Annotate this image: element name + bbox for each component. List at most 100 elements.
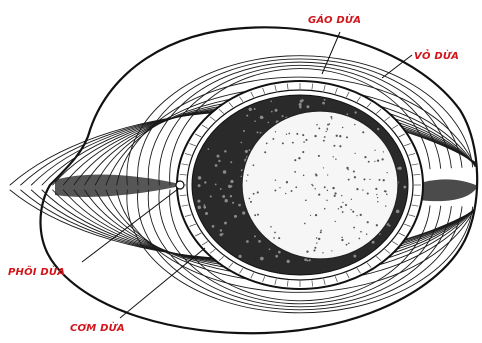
- cavity-speck: [327, 124, 329, 126]
- meat-speck: [203, 206, 206, 209]
- cavity-speck: [330, 116, 332, 118]
- cavity-speck: [334, 195, 336, 197]
- cavity-speck: [375, 188, 377, 190]
- meat-speck: [271, 111, 273, 113]
- cavity-speck: [338, 208, 339, 209]
- cavity-speck: [304, 223, 306, 225]
- cavity-speck: [341, 237, 343, 239]
- meat-speck: [223, 170, 226, 173]
- coconut-cavity: [242, 111, 398, 259]
- cavity-speck: [324, 136, 326, 138]
- cavity-speck: [326, 200, 327, 201]
- cavity-speck: [322, 252, 323, 253]
- cavity-speck: [376, 224, 378, 226]
- cavity-speck: [387, 172, 388, 173]
- cavity-speck: [377, 197, 378, 198]
- meat-speck: [240, 142, 242, 144]
- cavity-speck: [385, 205, 386, 206]
- cavity-speck: [327, 174, 328, 175]
- meat-speck: [281, 115, 283, 117]
- cavity-speck: [314, 188, 315, 189]
- cavity-speck: [294, 171, 296, 173]
- cavity-speck: [351, 199, 352, 200]
- cavity-speck: [320, 231, 322, 233]
- cavity-speck: [295, 186, 297, 188]
- cavity-speck: [270, 226, 272, 228]
- meat-speck: [198, 176, 202, 180]
- meat-speck: [215, 183, 217, 185]
- label-gao-dua: GÁO DỪA: [308, 12, 361, 26]
- cavity-speck: [314, 135, 316, 137]
- cavity-speck: [340, 206, 342, 208]
- cavity-speck: [288, 133, 290, 135]
- cavity-speck: [334, 192, 336, 194]
- cavity-speck: [383, 151, 384, 152]
- cavity-speck: [341, 195, 342, 196]
- meat-speck: [275, 255, 278, 258]
- meat-speck: [322, 102, 325, 105]
- cavity-speck: [312, 185, 313, 186]
- cavity-speck: [332, 187, 334, 189]
- meat-speck: [249, 108, 252, 111]
- cavity-speck: [360, 214, 362, 216]
- cavity-speck: [377, 201, 378, 202]
- meat-speck: [220, 229, 222, 231]
- cavity-speck: [367, 192, 369, 194]
- meat-speck: [372, 241, 375, 244]
- meat-speck: [245, 150, 248, 153]
- meat-speck: [309, 259, 311, 261]
- meat-speck: [224, 222, 227, 225]
- cavity-speck: [266, 143, 268, 145]
- cavity-speck: [310, 215, 311, 216]
- meat-speck: [300, 100, 303, 103]
- cavity-speck: [354, 153, 355, 154]
- cavity-speck: [316, 124, 317, 125]
- cavity-speck: [272, 138, 274, 140]
- meat-speck: [225, 199, 228, 202]
- meat-speck: [299, 103, 302, 106]
- cavity-speck: [318, 155, 320, 157]
- cavity-speck: [356, 188, 358, 190]
- meat-speck: [257, 131, 259, 133]
- cavity-speck: [335, 221, 336, 222]
- meat-speck: [403, 186, 406, 189]
- cavity-speck: [279, 187, 280, 188]
- label-vo-dua: VỎ DỪA: [414, 48, 459, 62]
- cavity-speck: [342, 211, 344, 213]
- cavity-speck: [347, 169, 349, 171]
- meat-speck: [220, 188, 222, 190]
- cavity-speck: [374, 150, 375, 151]
- cavity-speck: [320, 229, 322, 231]
- cavity-speck: [366, 234, 367, 235]
- cavity-speck: [385, 190, 387, 192]
- cavity-speck: [247, 174, 249, 176]
- cavity-speck: [316, 237, 318, 239]
- cavity-speck: [339, 145, 341, 147]
- cavity-speck: [302, 151, 304, 153]
- meat-speck: [243, 130, 245, 132]
- cavity-speck: [314, 247, 316, 249]
- cavity-speck: [250, 201, 252, 203]
- cavity-speck: [253, 164, 255, 166]
- cavity-speck: [264, 151, 266, 153]
- meat-speck: [230, 195, 232, 197]
- cavity-speck: [316, 242, 317, 243]
- cavity-speck: [286, 134, 287, 135]
- meat-speck: [230, 180, 233, 183]
- cavity-speck: [318, 127, 320, 129]
- meat-speck: [218, 160, 220, 162]
- meat-speck: [275, 109, 278, 112]
- meat-speck: [254, 108, 256, 110]
- meat-speck: [306, 105, 309, 108]
- meat-speck: [249, 149, 251, 151]
- cavity-speck: [379, 179, 381, 181]
- cavity-speck: [339, 135, 341, 137]
- meat-speck: [232, 202, 234, 204]
- meat-speck: [299, 106, 302, 109]
- cavity-speck: [342, 127, 343, 128]
- cavity-speck: [323, 140, 325, 142]
- cavity-speck: [345, 204, 347, 206]
- cavity-speck: [354, 124, 355, 125]
- cavity-speck: [313, 249, 315, 251]
